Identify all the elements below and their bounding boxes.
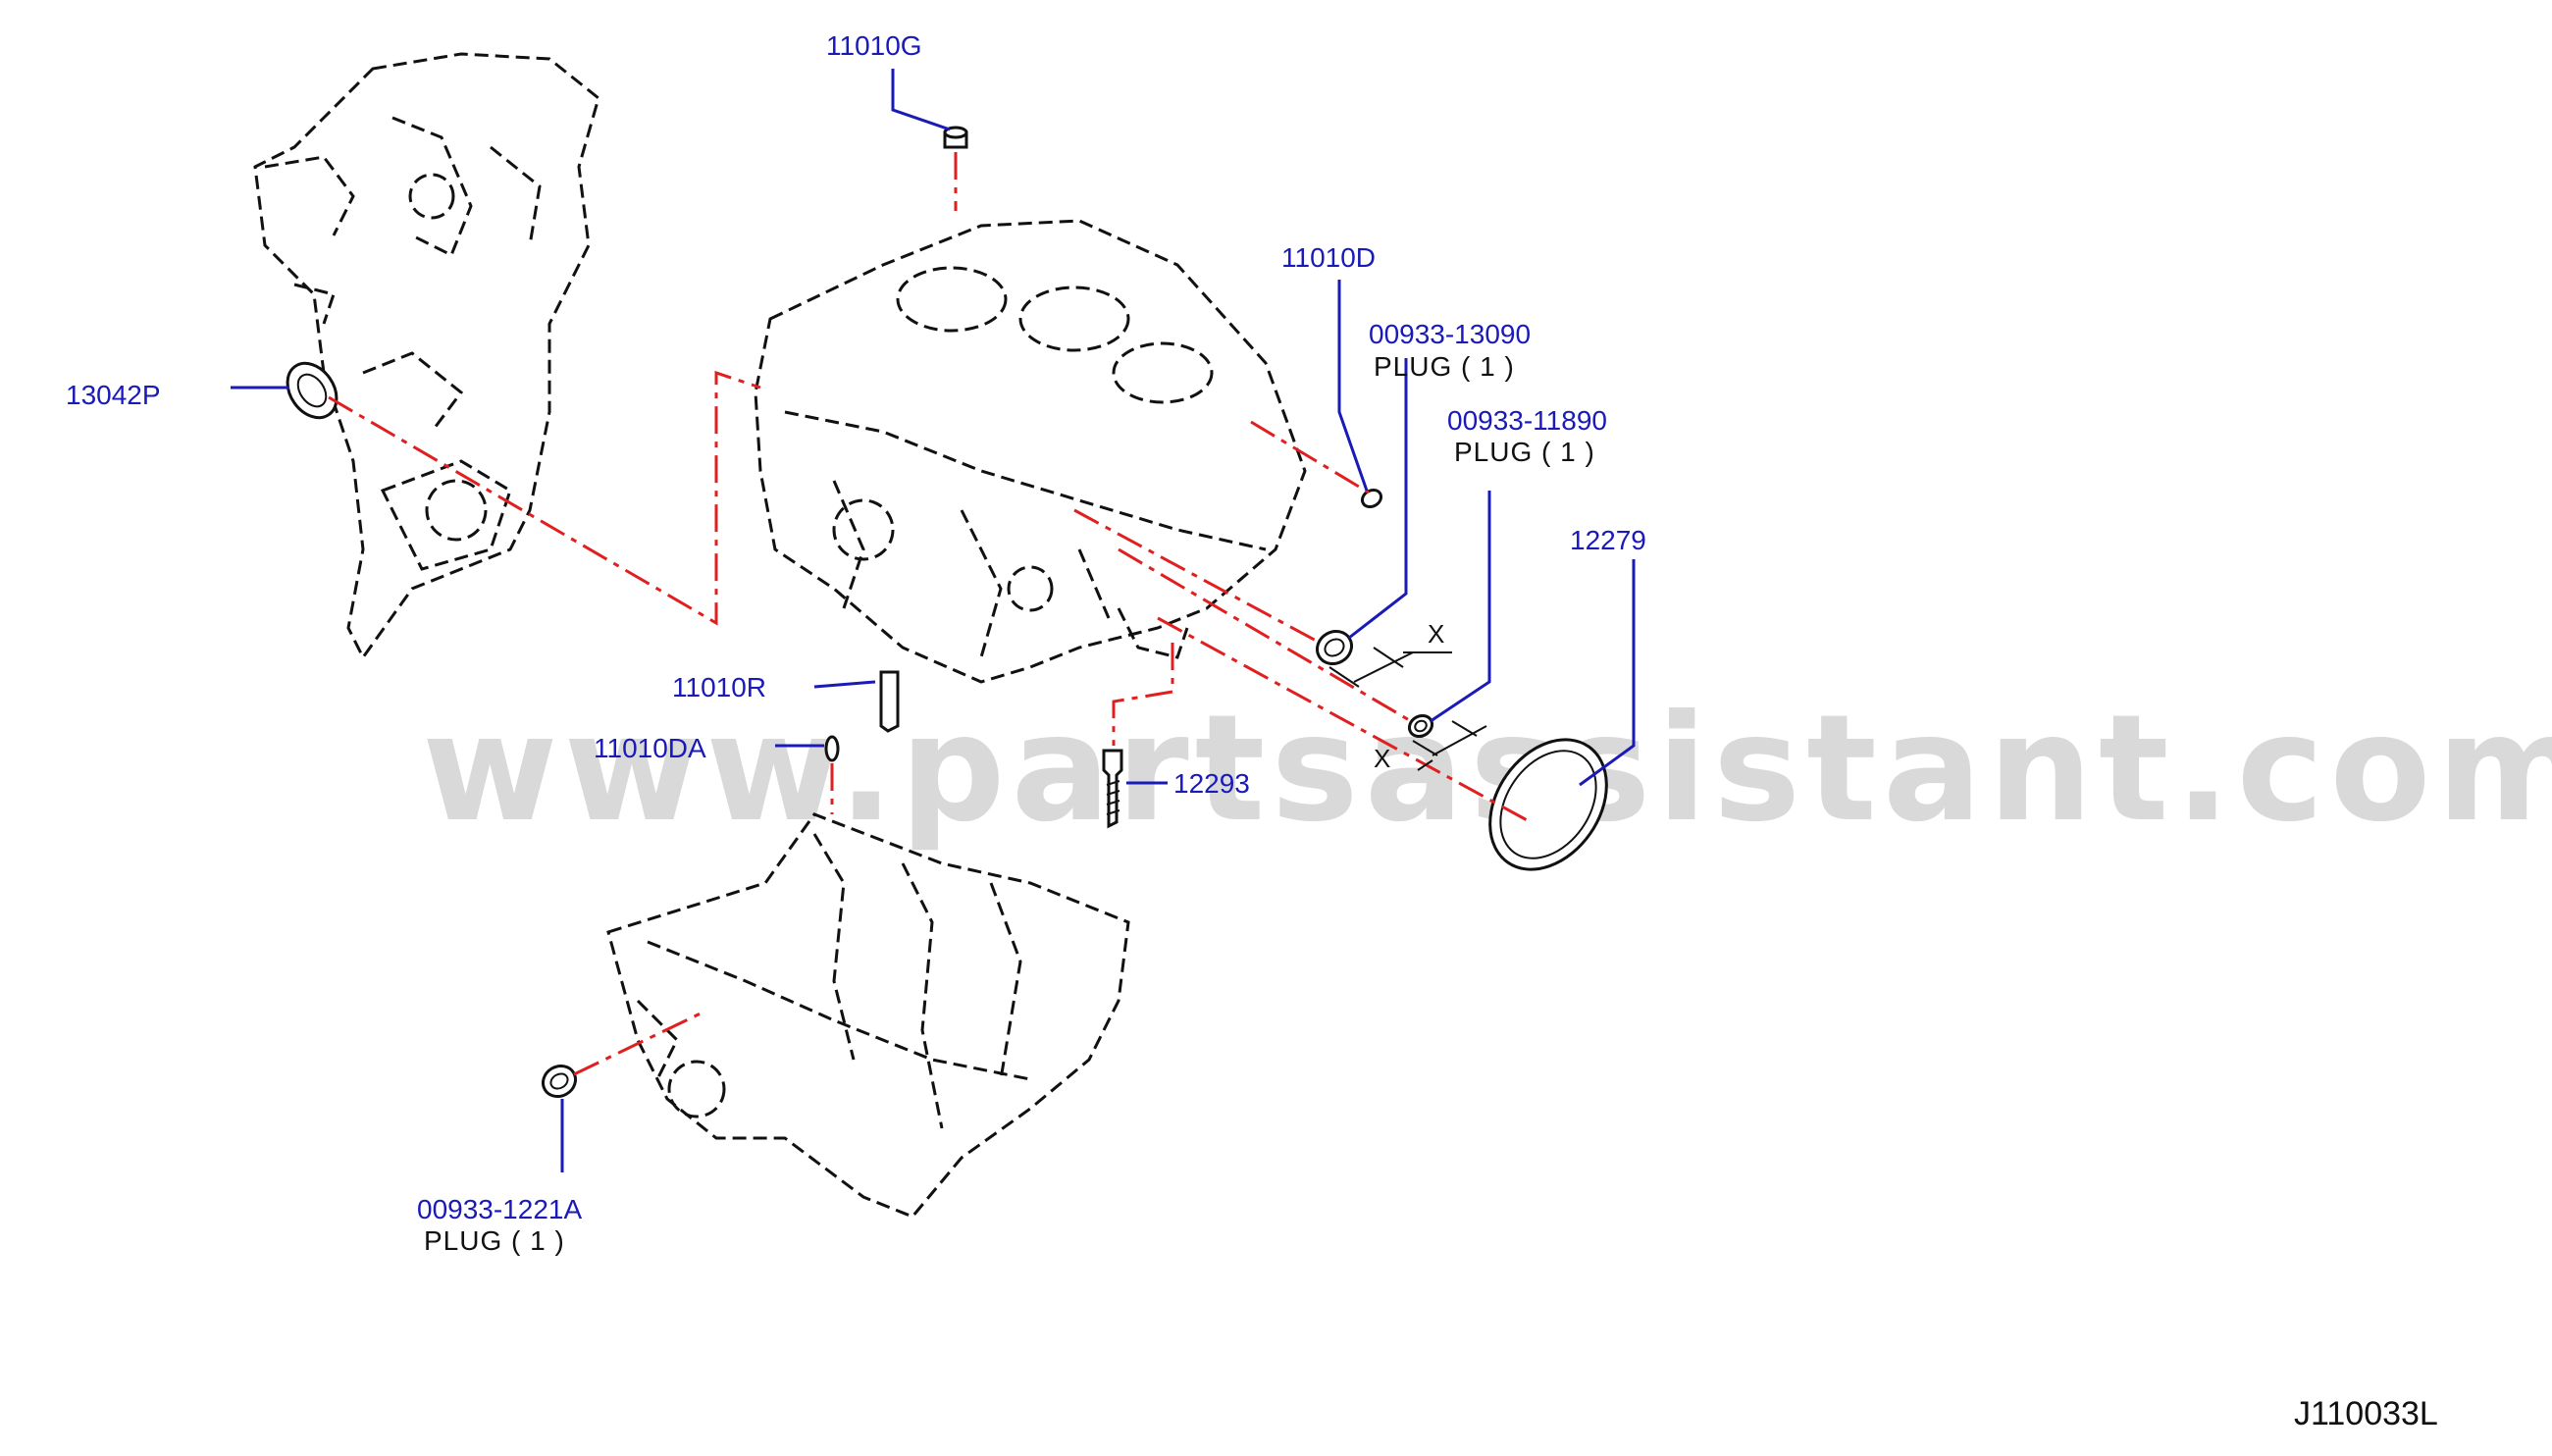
svg-text:X: X [1428,619,1444,649]
dowel-11010r[interactable] [879,670,900,733]
callout-11010g[interactable]: 11010G [826,30,922,61]
seal-13042p[interactable] [278,354,346,427]
callout-11010d[interactable]: 11010D [1281,242,1376,273]
plug-00933-11890[interactable] [1406,711,1436,740]
callout-00933-1221a-desc: PLUG ( 1 ) [424,1225,565,1256]
assembly-centerlines [328,152,1532,1076]
plug-00933-1221a[interactable] [538,1061,581,1103]
timing-cover-drawing [253,52,600,660]
callout-13042p[interactable]: 13042P [66,380,161,410]
dimension-x1: X [1328,619,1452,688]
cylinder-block-drawing [754,219,1307,684]
plug-11010g[interactable] [943,126,968,149]
callout-00933-1221a[interactable]: 00933-1221A [417,1194,582,1224]
lower-crankcase-drawing [606,812,1130,1219]
dowel-11010da[interactable] [824,735,840,762]
plug-00933-13090[interactable] [1311,625,1357,670]
callout-00933-11890[interactable]: 00933-11890 [1447,405,1607,436]
callout-11010r[interactable]: 11010R [672,672,766,702]
rear-oil-seal-12279[interactable] [1466,717,1631,892]
svg-text:X: X [1374,744,1390,773]
callout-11010da[interactable]: 11010DA [594,733,706,763]
callout-12293[interactable]: 12293 [1173,768,1250,799]
diagram-code: J110033L [2294,1395,2438,1432]
callout-12279[interactable]: 12279 [1570,525,1646,555]
callout-00933-11890-desc: PLUG ( 1 ) [1454,437,1595,467]
bolt-12293[interactable] [1102,749,1123,829]
watermark: www.partsassistant.com [422,684,2552,855]
callout-00933-13090[interactable]: 00933-13090 [1369,319,1531,349]
callout-00933-13090-desc: PLUG ( 1 ) [1374,351,1515,382]
leader-lines [231,69,1636,1172]
dimension-x2: X [1374,720,1487,773]
plug-11010d[interactable] [1359,487,1383,510]
